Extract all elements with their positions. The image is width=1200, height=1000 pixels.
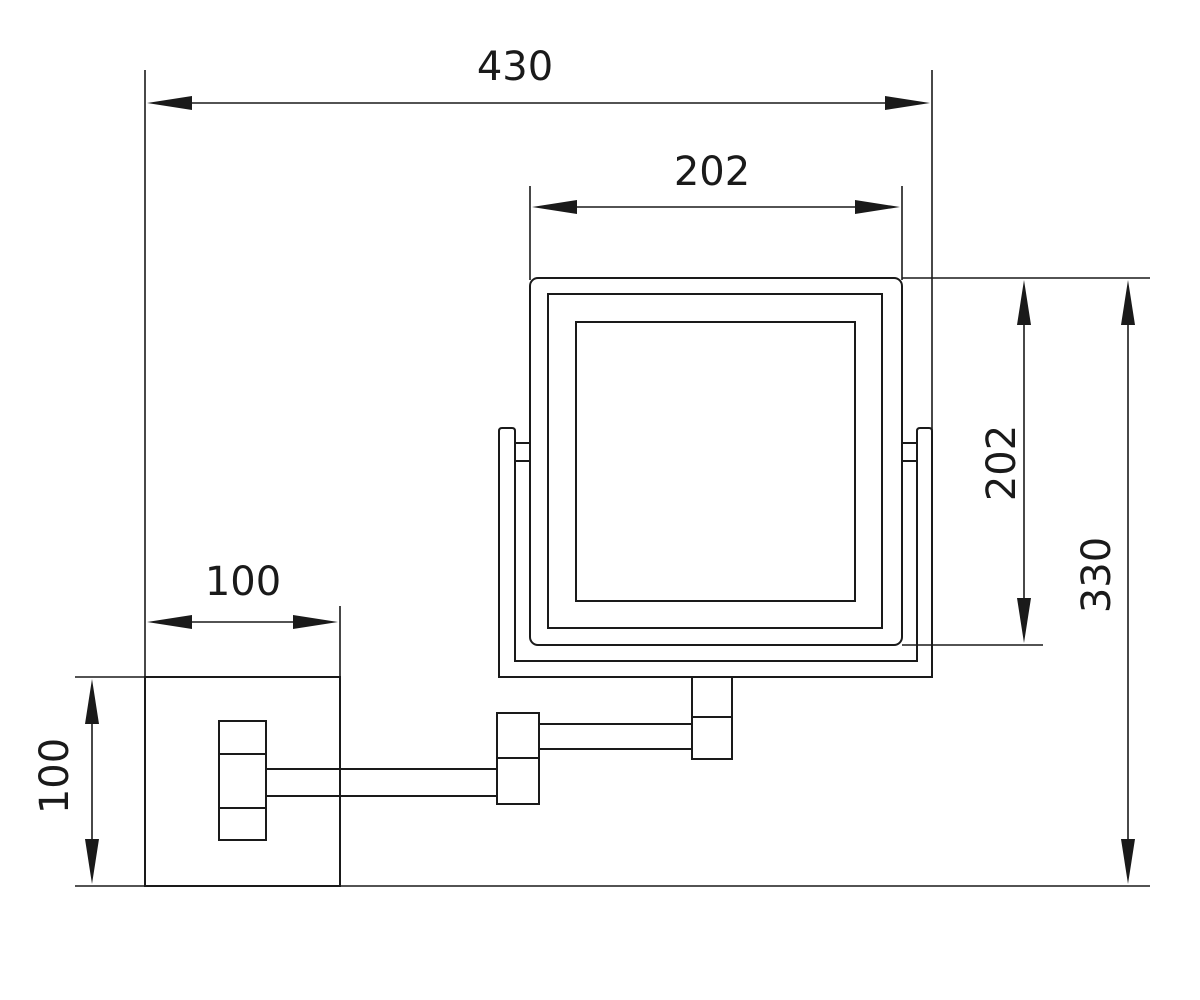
arm-segment-1 <box>266 768 497 797</box>
upper-joint <box>691 676 733 760</box>
mirror-inner-frame <box>547 293 883 629</box>
dimension-label-mirror-width: 202 <box>674 149 750 195</box>
pivot-pin-right <box>901 442 918 462</box>
arrowhead-left <box>147 96 192 110</box>
arrowhead-bottom <box>85 839 99 884</box>
arrowhead-right <box>855 200 900 214</box>
dimension-label-mirror-height: 202 <box>979 425 1025 501</box>
arm-segment-2 <box>539 723 692 750</box>
wall-base-plate <box>144 676 341 887</box>
dimension-label-overall-width: 430 <box>477 44 553 90</box>
elbow-joint <box>496 712 540 805</box>
base-plate-outline <box>144 676 341 887</box>
arrowhead-top <box>1017 280 1031 325</box>
dimension-label-base-height: 100 <box>32 738 78 814</box>
arrowhead-right <box>885 96 930 110</box>
mirror-holder-frame <box>498 427 933 678</box>
wall-pivot-block <box>218 720 267 841</box>
arrowhead-right <box>293 615 338 629</box>
arrowhead-top <box>85 679 99 724</box>
dimension-overall-height: 330 <box>340 280 1150 887</box>
arrowhead-left <box>532 200 577 214</box>
dimension-base-height: 100 <box>32 676 145 887</box>
mirror-glass <box>575 321 856 602</box>
mirror <box>529 277 903 646</box>
mirror-outer-frame <box>529 277 903 646</box>
dimension-label-base-width: 100 <box>205 559 281 605</box>
dimension-label-overall-height: 330 <box>1074 537 1120 613</box>
dimension-mirror-width: 202 <box>529 149 903 280</box>
dimension-base-width: 100 <box>147 559 341 676</box>
arrowhead-bottom <box>1121 839 1135 884</box>
dimension-overall-width: 430 <box>144 44 933 676</box>
arrowhead-top <box>1121 280 1135 325</box>
dimension-mirror-height: 202 <box>902 277 1150 646</box>
pivot-pin-left <box>514 442 531 462</box>
arrowhead-left <box>147 615 192 629</box>
arrowhead-bottom <box>1017 598 1031 643</box>
